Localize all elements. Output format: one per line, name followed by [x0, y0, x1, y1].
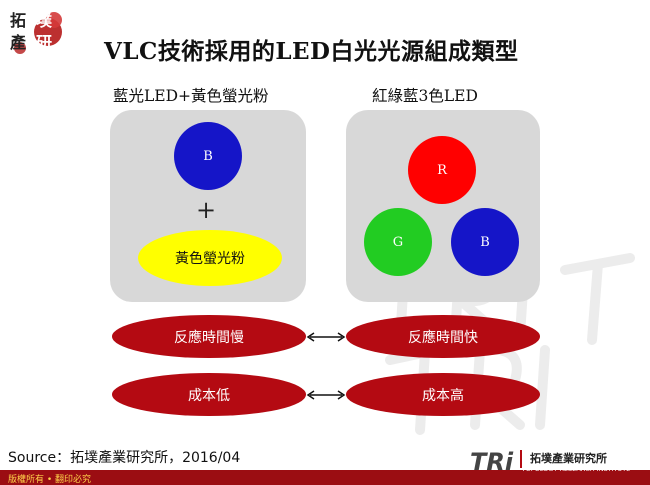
- green-led-circle: G: [364, 208, 432, 276]
- svg-text:拓: 拓: [10, 11, 26, 30]
- footer-bar: [0, 470, 650, 485]
- yellow-phosphor-ellipse: 黃色螢光粉: [138, 230, 282, 286]
- source-note: Source：拓墣產業研究所，2016/04: [8, 450, 241, 466]
- blue-led-circle: B: [174, 122, 242, 190]
- right-heading: 紅綠藍3色LED: [372, 87, 478, 105]
- svg-text:產: 產: [10, 33, 26, 52]
- svg-text:墣: 墣: [36, 11, 52, 30]
- plus-sign: +: [196, 196, 217, 224]
- blue-led-circle-rgb: B: [451, 208, 519, 276]
- right-cost-oval: 成本高: [346, 373, 540, 416]
- tri-subtitle: TOPOLOGY RESEARCH INSTITUTE: [522, 465, 631, 473]
- company-logo: 拓 墣 產 研: [7, 7, 65, 54]
- tri-logo: TRi: [470, 448, 522, 476]
- svg-text:研: 研: [36, 33, 52, 52]
- red-led-circle: R: [408, 136, 476, 204]
- left-heading: 藍光LED+黃色螢光粉: [113, 87, 269, 105]
- left-cost-oval: 成本低: [112, 373, 306, 416]
- double-arrow-icon: [306, 332, 346, 342]
- left-response-oval: 反應時間慢: [112, 315, 306, 358]
- copyright-text: 版權所有 • 翻印必究: [8, 475, 92, 485]
- tri-name: 拓墣產業研究所: [530, 452, 607, 465]
- svg-text:TRi: TRi: [470, 448, 514, 476]
- double-arrow-icon: [306, 390, 346, 400]
- slide-title: VLC技術採用的LED白光光源組成類型: [104, 38, 519, 65]
- right-response-oval: 反應時間快: [346, 315, 540, 358]
